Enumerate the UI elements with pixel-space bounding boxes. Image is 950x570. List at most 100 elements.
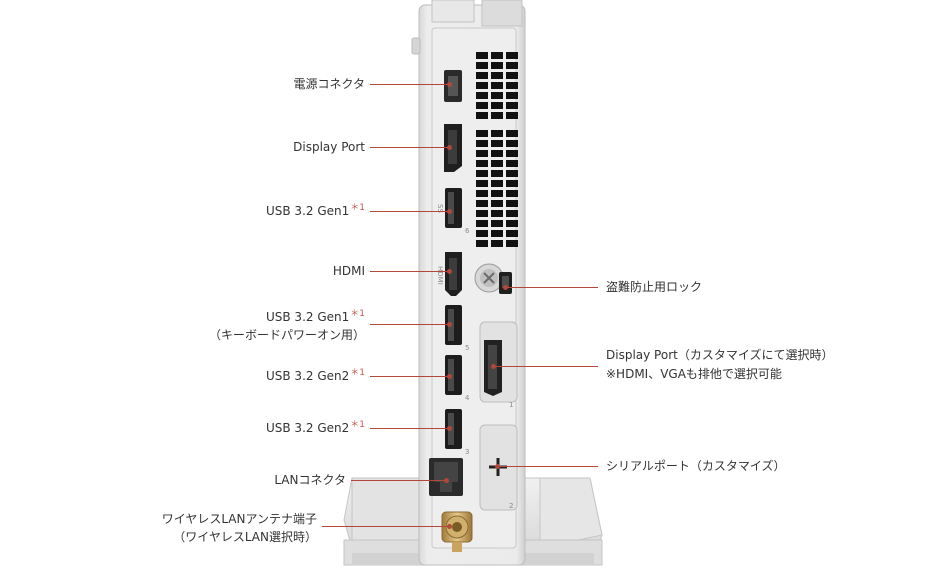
vent-slot (491, 210, 503, 217)
vent-slot (506, 130, 518, 137)
vent-slot (491, 150, 503, 157)
label-power-connector: 電源コネクタ (293, 76, 365, 92)
leader-dot-lock (503, 285, 508, 290)
label-usb-gen1-keyboard: USB 3.2 Gen1＊1 （キーボードパワーオン用） (209, 309, 365, 343)
leader-lock (506, 287, 598, 288)
vent-slot (506, 240, 518, 247)
vent-slot (491, 180, 503, 187)
label-security-lock: 盗難防止用ロック (606, 279, 702, 295)
security-lock-slot (499, 272, 512, 294)
vent-slot (491, 102, 503, 109)
footnote-marker: ＊1 (350, 309, 365, 319)
label-optional-displayport-text: Display Port（カスタマイズにて選択時） (606, 348, 834, 362)
vent-slot (491, 82, 503, 89)
label-lan-connector: LANコネクタ (274, 472, 346, 488)
label-security-lock-text: 盗難防止用ロック (606, 280, 703, 294)
vent-slot (476, 240, 488, 247)
leader-dot-hdmi (447, 269, 452, 274)
vent-slot (491, 92, 503, 99)
hdmi-port (445, 252, 462, 296)
vent-slot (506, 140, 518, 147)
vent-slot (476, 170, 488, 177)
vent-slot (491, 62, 503, 69)
leader-hdmi (370, 271, 450, 272)
footnote-marker: ＊1 (350, 203, 365, 213)
vent-slot (506, 220, 518, 227)
label-wireless-antenna: ワイヤレスLANアンテナ端子 （ワイヤレスLAN選択時） (162, 511, 317, 545)
vent-slot (506, 82, 518, 89)
leader-dp (370, 147, 450, 148)
vent-slot (506, 52, 518, 59)
vent-slot (476, 160, 488, 167)
leader-dot-lan (444, 478, 449, 483)
vent-slot (491, 200, 503, 207)
label-usb-gen1-a: USB 3.2 Gen1＊1 (266, 203, 365, 219)
leader-dot-dp (447, 145, 452, 150)
vent-slot (491, 140, 503, 147)
vent-slot (476, 230, 488, 237)
vent-slot (491, 112, 503, 119)
label-usb-gen2-b-text: USB 3.2 Gen2 (265, 421, 350, 435)
marking-usb-4: 4 (465, 394, 470, 402)
label-displayport: Display Port (293, 139, 365, 155)
vent-slot (476, 112, 488, 119)
label-usb-gen1-keyboard-sub: （キーボードパワーオン用） (208, 328, 365, 342)
marking-usb-3: 3 (465, 448, 469, 456)
vent-slot (506, 230, 518, 237)
label-hdmi: HDMI (333, 263, 365, 279)
label-wireless-antenna-text: ワイヤレスLANアンテナ端子 (161, 512, 317, 526)
vent-slot (506, 102, 518, 109)
wireless-antenna-connector (441, 511, 473, 552)
vent-slot (506, 180, 518, 187)
footnote-marker: ＊1 (350, 420, 365, 430)
vent-slot (506, 210, 518, 217)
vent-slot (491, 160, 503, 167)
vent-slot (491, 72, 503, 79)
leader-dot-usb3 (447, 374, 452, 379)
vent-slot (476, 130, 488, 137)
optional-displayport-slot (479, 321, 518, 403)
vent-slot (506, 200, 518, 207)
vent-slot (476, 180, 488, 187)
leader-dot-usb1 (447, 209, 452, 214)
vent-slot (476, 72, 488, 79)
vent-slot (506, 150, 518, 157)
vent-slot (476, 210, 488, 217)
label-serial-port-text: シリアルポート（カスタマイズ） (606, 459, 786, 473)
label-optional-displayport: Display Port（カスタマイズにて選択時） ※HDMI、VGAも排他で選… (606, 347, 833, 382)
leader-dot-dp2 (491, 364, 496, 369)
port-markings: 6 5 4 3 1 2 HDMI SS (436, 204, 513, 510)
label-wireless-antenna-sub: （ワイヤレスLAN選択時） (173, 530, 317, 544)
vent-slot (491, 230, 503, 237)
vent-slot (506, 62, 518, 69)
leader-serial (497, 466, 598, 467)
leader-dot-wlan (447, 524, 452, 529)
vent-slot (476, 92, 488, 99)
vent-slot (476, 220, 488, 227)
vent-slot (506, 92, 518, 99)
leader-usb4 (370, 428, 450, 429)
label-usb-gen2-a-text: USB 3.2 Gen2 (265, 369, 350, 383)
vent-slot (476, 140, 488, 147)
vent-slot (506, 170, 518, 177)
label-power-connector-text: 電源コネクタ (293, 77, 365, 91)
lan-port (429, 458, 463, 496)
marking-ss: SS (436, 204, 444, 213)
vent-slot (506, 190, 518, 197)
vent-slot (476, 190, 488, 197)
vent-slot (491, 240, 503, 247)
label-hdmi-text: HDMI (332, 264, 365, 278)
vent-slot (491, 52, 503, 59)
leader-power (370, 84, 450, 85)
vent-grille (476, 52, 518, 247)
vent-slot (491, 220, 503, 227)
vent-slot (476, 102, 488, 109)
label-usb-gen2-a: USB 3.2 Gen2＊1 (266, 368, 365, 384)
leader-dot-power (447, 82, 452, 87)
marking-slot-1: 1 (509, 401, 513, 409)
leader-wlan (322, 526, 450, 527)
leader-usb2 (370, 324, 450, 325)
marking-hdmi: HDMI (436, 266, 444, 285)
leader-lan (351, 480, 447, 481)
